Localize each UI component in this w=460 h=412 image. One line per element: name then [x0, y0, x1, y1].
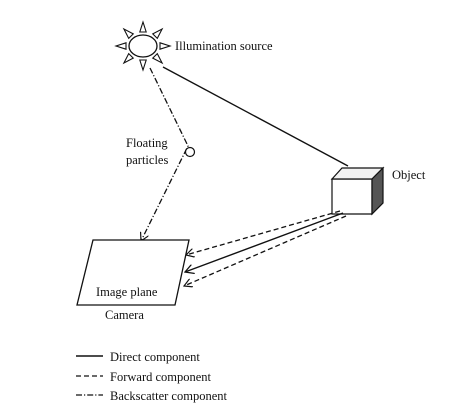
image-plane-label: Image plane	[96, 285, 158, 299]
legend: Direct component Forward component Backs…	[76, 350, 227, 403]
sun-ray	[114, 42, 127, 50]
particles-label: particles	[126, 153, 168, 167]
floating-label: Floating	[126, 136, 168, 150]
forward-ray-lower	[184, 215, 347, 286]
sun-ray	[159, 42, 172, 50]
sun-ray	[139, 20, 147, 33]
sun-ray	[122, 52, 135, 65]
direct-reflected-ray	[185, 212, 344, 272]
sun-ray	[139, 59, 147, 72]
cube-icon	[330, 166, 385, 216]
forward-ray-upper	[186, 210, 341, 255]
floating-particle-circle	[184, 146, 196, 158]
image-plane-parallelogram	[76, 239, 190, 306]
backscatter-ray	[141, 67, 189, 241]
legend-direct-label: Direct component	[110, 350, 200, 364]
sun-ray	[151, 27, 164, 40]
direct-light-ray	[162, 66, 349, 167]
sun-ray	[151, 52, 164, 65]
camera-label: Camera	[105, 308, 144, 322]
illumination-source-label: Illumination source	[175, 39, 273, 53]
object-label: Object	[392, 168, 426, 182]
legend-forward-label: Forward component	[110, 370, 212, 384]
sun-ray	[122, 27, 135, 40]
legend-backscatter-label: Backscatter component	[110, 389, 227, 403]
sun-icon	[114, 20, 172, 72]
